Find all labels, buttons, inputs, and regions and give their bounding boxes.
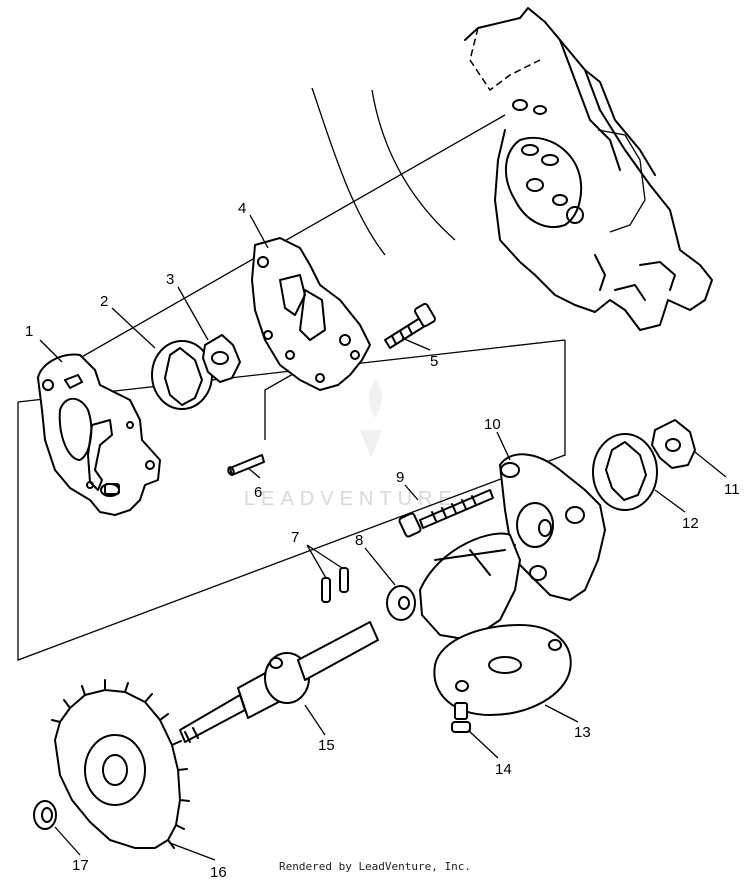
callout-5: 5	[430, 353, 438, 370]
callout-12: 12	[682, 515, 699, 532]
callouts: 1 2 3 4 5 6 7 8 9 10 11 12 13 14 15 16 1…	[25, 200, 740, 881]
callout-11: 11	[724, 481, 740, 498]
bolt-5	[384, 302, 436, 349]
dowel-pin-6	[227, 454, 265, 476]
callout-16: 16	[210, 864, 227, 881]
callout-10: 10	[484, 416, 501, 433]
dowel-pins-7	[321, 567, 349, 603]
callout-1: 1	[25, 323, 33, 340]
pump-flange	[419, 532, 521, 641]
crankcase	[311, 7, 713, 331]
callout-2: 2	[100, 293, 108, 310]
callout-17: 17	[72, 857, 89, 874]
watermark-text: LEADVENTURE	[244, 488, 458, 510]
pump-cover	[473, 453, 606, 601]
washer-8	[386, 585, 416, 621]
footer-credit: Rendered by LeadVenture, Inc.	[278, 860, 472, 873]
small-rotor-11	[651, 419, 696, 469]
inner-rotor	[202, 334, 241, 383]
outer-ring-12	[592, 433, 658, 511]
washer-17	[33, 800, 57, 830]
gear-16	[51, 679, 190, 849]
pump-plate	[251, 237, 371, 391]
outer-rotor	[151, 340, 213, 410]
callout-7: 7	[291, 529, 299, 546]
pump-body	[37, 353, 161, 516]
gasket-13	[433, 624, 572, 716]
screw-14	[451, 702, 471, 733]
bolt-9	[398, 489, 494, 538]
callout-14: 14	[495, 761, 512, 778]
callout-3: 3	[166, 271, 174, 288]
callout-6: 6	[254, 484, 262, 501]
callout-4: 4	[238, 200, 246, 217]
callout-13: 13	[574, 724, 591, 741]
callout-8: 8	[355, 532, 363, 549]
callout-9: 9	[396, 469, 404, 486]
callout-15: 15	[318, 737, 335, 754]
shaft-15	[179, 621, 379, 743]
watermark-logo	[360, 380, 382, 458]
leader-lines	[39, 214, 727, 861]
